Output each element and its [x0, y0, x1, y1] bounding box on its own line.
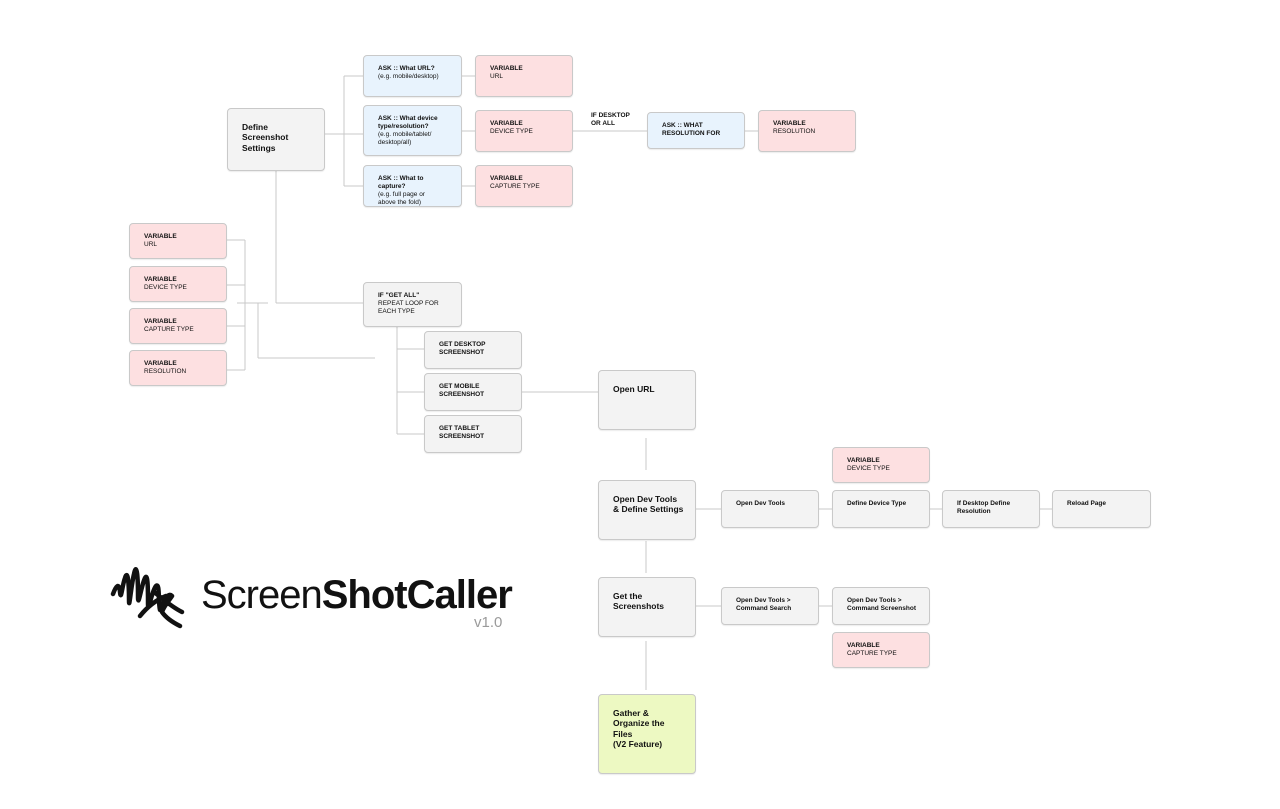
ask-capture-title: ASK :: What to capture?	[378, 175, 424, 190]
if-desktop-define-resolution-label: If Desktop Define Resolution	[957, 500, 1011, 515]
ask-capture-subtitle: (e.g. full page or above the fold)	[378, 190, 425, 206]
command-screenshot-label: Open Dev Tools > Command Screenshot	[847, 597, 916, 612]
if-desktop-or-all-label: IF DESKTOP OR ALL	[591, 112, 630, 127]
if-get-all-node: IF "GET ALL" REPEAT LOOP FOR EACH TYPE	[363, 282, 462, 327]
brand-name-regular: Screen	[201, 573, 323, 617]
define-screenshot-settings-label: Define Screenshot Settings	[242, 122, 289, 153]
left-variable-device-type-title: VARIABLE	[144, 276, 177, 283]
left-variable-url-title: VARIABLE	[144, 233, 177, 240]
scribble-logo-icon	[110, 567, 185, 629]
ask-url-node: ASK :: What URL? (e.g. mobile/desktop)	[363, 55, 462, 97]
open-url-node: Open URL	[598, 370, 696, 430]
ask-url-subtitle: (e.g. mobile/desktop)	[378, 72, 439, 80]
devtools-variable-device-type-node: VARIABLE DEVICE TYPE	[832, 447, 930, 483]
if-get-all-subtitle: REPEAT LOOP FOR EACH TYPE	[378, 299, 439, 315]
open-dev-tools-step-node: Open Dev Tools	[721, 490, 819, 528]
variable-resolution-title: VARIABLE	[773, 120, 806, 127]
ask-resolution-node: ASK :: WHAT RESOLUTION FOR	[647, 112, 745, 149]
left-variable-capture-type-subtitle: CAPTURE TYPE	[144, 325, 194, 333]
get-mobile-screenshot-label: GET MOBILE SCREENSHOT	[439, 383, 485, 398]
version-label: v1.0	[474, 614, 503, 631]
brand-name-bold: ShotCaller	[321, 573, 513, 617]
open-dev-tools-step-label: Open Dev Tools	[736, 500, 785, 507]
left-variable-device-type-node: VARIABLE DEVICE TYPE	[129, 266, 227, 302]
left-variable-device-type-subtitle: DEVICE TYPE	[144, 283, 187, 291]
reload-page-label: Reload Page	[1067, 500, 1107, 507]
command-search-label: Open Dev Tools > Command Search	[736, 597, 792, 612]
variable-device-type-title: VARIABLE	[490, 120, 523, 127]
variable-device-type-node: VARIABLE DEVICE TYPE	[475, 110, 573, 152]
if-get-all-title: IF "GET ALL"	[378, 292, 420, 299]
define-device-type-node: Define Device Type	[832, 490, 930, 528]
gather-organize-files-node: Gather & Organize the Files (V2 Feature)	[598, 694, 696, 774]
left-variable-capture-type-node: VARIABLE CAPTURE TYPE	[129, 308, 227, 344]
screenshots-variable-capture-type-subtitle: CAPTURE TYPE	[847, 649, 897, 657]
command-screenshot-node: Open Dev Tools > Command Screenshot	[832, 587, 930, 625]
if-desktop-define-resolution-node: If Desktop Define Resolution	[942, 490, 1040, 528]
get-tablet-screenshot-label: GET TABLET SCREENSHOT	[439, 425, 485, 440]
get-the-screenshots-label: Get the Screenshots	[613, 591, 665, 612]
variable-url-title: VARIABLE	[490, 65, 523, 72]
left-variable-url-subtitle: URL	[144, 240, 158, 248]
gather-organize-files-label: Gather & Organize the Files (V2 Feature)	[613, 708, 665, 750]
ask-resolution-title: ASK :: WHAT RESOLUTION FOR	[662, 122, 721, 137]
left-variable-resolution-node: VARIABLE RESOLUTION	[129, 350, 227, 386]
ask-device-node: ASK :: What device type/resolution? (e.g…	[363, 105, 462, 156]
variable-capture-type-subtitle: CAPTURE TYPE	[490, 182, 540, 190]
devtools-variable-device-type-subtitle: DEVICE TYPE	[847, 464, 890, 472]
get-the-screenshots-node: Get the Screenshots	[598, 577, 696, 637]
brand-wordmark: ScreenShotCaller	[201, 573, 513, 617]
get-mobile-screenshot-node: GET MOBILE SCREENSHOT	[424, 373, 522, 411]
variable-resolution-subtitle: RESOLUTION	[773, 127, 816, 135]
get-desktop-screenshot-node: GET DESKTOP SCREENSHOT	[424, 331, 522, 369]
left-variable-capture-type-title: VARIABLE	[144, 318, 177, 325]
ask-capture-node: ASK :: What to capture? (e.g. full page …	[363, 165, 462, 207]
screenshots-variable-capture-type-node: VARIABLE CAPTURE TYPE	[832, 632, 930, 668]
variable-capture-type-title: VARIABLE	[490, 175, 523, 182]
left-variable-resolution-subtitle: RESOLUTION	[144, 367, 187, 375]
open-url-label: Open URL	[613, 384, 655, 394]
reload-page-node: Reload Page	[1052, 490, 1151, 528]
command-search-node: Open Dev Tools > Command Search	[721, 587, 819, 625]
left-variable-url-node: VARIABLE URL	[129, 223, 227, 259]
variable-resolution-node: VARIABLE RESOLUTION	[758, 110, 856, 152]
screenshots-variable-capture-type-title: VARIABLE	[847, 642, 880, 649]
variable-capture-type-node: VARIABLE CAPTURE TYPE	[475, 165, 573, 207]
get-desktop-screenshot-label: GET DESKTOP SCREENSHOT	[439, 341, 486, 356]
get-tablet-screenshot-node: GET TABLET SCREENSHOT	[424, 415, 522, 453]
variable-url-node: VARIABLE URL	[475, 55, 573, 97]
variable-url-subtitle: URL	[490, 72, 504, 80]
devtools-variable-device-type-title: VARIABLE	[847, 457, 880, 464]
open-dev-tools-node: Open Dev Tools & Define Settings	[598, 480, 696, 540]
ask-url-title: ASK :: What URL?	[378, 65, 435, 72]
left-variable-resolution-title: VARIABLE	[144, 360, 177, 367]
variable-device-type-subtitle: DEVICE TYPE	[490, 127, 533, 135]
define-screenshot-settings-node: Define Screenshot Settings	[227, 108, 325, 171]
ask-device-title: ASK :: What device type/resolution?	[378, 115, 438, 130]
define-device-type-label: Define Device Type	[847, 500, 907, 507]
ask-device-subtitle: (e.g. mobile/tablet/ desktop/all)	[378, 130, 432, 146]
open-dev-tools-label: Open Dev Tools & Define Settings	[613, 494, 684, 515]
